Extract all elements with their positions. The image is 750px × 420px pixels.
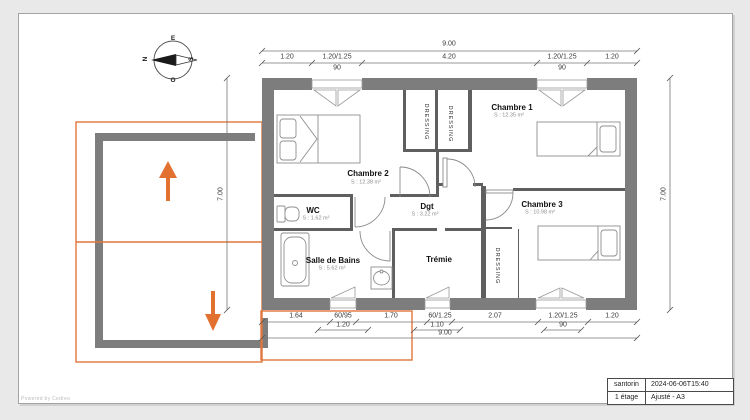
window-tremie [424, 286, 451, 309]
dim-top-total: 9.00 [442, 40, 456, 48]
compass-label-east: E [170, 34, 176, 42]
bathtub-icon [280, 232, 310, 287]
dim-top-sub-2: 90 [558, 64, 566, 72]
partition-walls [274, 90, 625, 298]
title-block-format: Ajusté - A3 [651, 394, 685, 402]
room-area-chambre3: S : 10.98 m² [525, 209, 555, 216]
room-label-degagement[interactable]: Dgt [420, 202, 434, 211]
washbasin-icon [370, 266, 393, 290]
dim-bottom-1: 1.64 [289, 312, 303, 320]
title-block-project: santorin [608, 379, 646, 392]
watermark: Powered by Cedreo [21, 396, 71, 402]
dim-bottom-4: 60/1.25 [428, 312, 452, 320]
title-block-floor: 1 étage [608, 391, 646, 404]
compass-label-south: S [187, 56, 195, 62]
single-bed-chambre1 [536, 121, 621, 157]
compass-rose-icon [151, 40, 198, 80]
compass-label-north: N [141, 56, 149, 62]
exterior-walls [262, 78, 637, 310]
room-area-wc: S : 1.62 m² [302, 215, 330, 222]
dim-bottom-6: 1.20/1.25 [548, 312, 578, 320]
door-salle-de-bains [359, 230, 391, 262]
door-chambre1 [442, 157, 476, 188]
room-area-chambre1: S : 12.35 m² [494, 112, 524, 119]
closet-label-dressing1[interactable]: DRESSING [422, 103, 429, 141]
window-chambre1 [536, 79, 588, 107]
room-label-chambre2[interactable]: Chambre 2 [347, 169, 389, 178]
room-label-wc[interactable]: WC [306, 206, 320, 215]
compass-needle-north [151, 54, 176, 66]
compass-label-west: O [170, 76, 176, 84]
doors [354, 157, 514, 262]
dim-top-4: 1.20/1.25 [547, 53, 577, 61]
selection-rect-dimensions[interactable] [260, 310, 413, 361]
arrow-down-icon[interactable] [205, 291, 221, 331]
dim-bottom-7: 1.20 [605, 312, 619, 320]
dimension-lines [223, 47, 674, 342]
dim-bottom-2: 60/95 [334, 312, 352, 320]
move-arrows[interactable] [159, 161, 221, 331]
compass-needle-south [175, 54, 198, 66]
arrow-up-icon[interactable] [159, 161, 177, 201]
closet-label-dressing3[interactable]: DRESSING [493, 247, 500, 285]
furniture [276, 114, 621, 290]
room-area-salle-de-bains: S : 5.62 m² [318, 265, 346, 272]
dim-top-1: 1.20 [280, 53, 294, 61]
door-chambre3 [485, 189, 514, 221]
window-chambre2 [311, 79, 363, 107]
dim-top-sub-1: 90 [333, 64, 341, 72]
room-area-degagement: S : 3.22 m² [411, 211, 439, 218]
dim-bottom-sub-1: 1.20 [336, 321, 350, 329]
door-chambre2 [399, 166, 431, 198]
dim-bottom-5: 2.07 [488, 312, 502, 320]
room-label-salle-de-bains[interactable]: Salle de Bains [305, 256, 361, 265]
double-bed-chambre2 [276, 114, 361, 164]
window-chambre3 [535, 287, 587, 309]
title-block-timestamp: 2024-06-06T15:40 [646, 379, 733, 392]
dim-bottom-3: 1.70 [384, 312, 398, 320]
door-wc [354, 196, 386, 228]
dim-top-3: 4.20 [442, 53, 456, 61]
dim-bottom-sub-2: 1.10 [430, 321, 444, 329]
title-block: santorin 2024-06-06T15:40 1 étage Ajusté… [607, 378, 734, 405]
windows [311, 79, 588, 309]
toilet-icon [276, 205, 300, 223]
room-label-chambre3[interactable]: Chambre 3 [521, 200, 563, 209]
room-area-chambre2: S : 12.38 m² [351, 179, 381, 186]
dim-right-height: 7.00 [660, 187, 668, 201]
dim-top-2: 1.20/1.25 [322, 53, 352, 61]
window-salle-de-bains [329, 286, 357, 309]
dim-bottom-total: 9.00 [438, 329, 452, 337]
room-label-tremie[interactable]: Trémie [426, 255, 452, 264]
dim-left-height: 7.00 [217, 187, 225, 201]
dim-bottom-sub-3: 90 [559, 321, 567, 329]
closet-label-dressing2[interactable]: DRESSING [446, 105, 453, 143]
single-bed-chambre3 [537, 225, 621, 261]
room-label-chambre1[interactable]: Chambre 1 [491, 103, 533, 112]
garage-walls [95, 133, 268, 348]
dim-top-5: 1.20 [605, 53, 619, 61]
